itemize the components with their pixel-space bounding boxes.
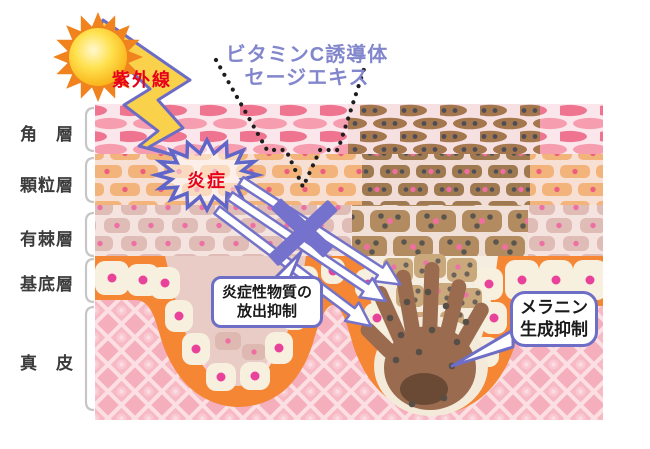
layer-label-granular: 顆粒層 [20, 176, 74, 195]
melanin-bubble-line2: 生成抑制 [520, 320, 588, 339]
sun-icon [53, 12, 143, 102]
melanin-suppression-bubble: メラニン 生成抑制 [510, 291, 598, 347]
melanin-region-granular [362, 154, 530, 205]
stratum-corneum-layer [95, 104, 603, 154]
layer-label-dermis: 真 皮 [20, 354, 74, 373]
inflammation-bubble-line2: 放出抑制 [237, 303, 298, 320]
layer-label-basal: 基底層 [20, 275, 74, 294]
melanin-region-corneum [348, 104, 540, 154]
treatment-line1: ビタミンC誘導体 [225, 44, 389, 66]
melanin-bubble-line1: メラニン [520, 298, 588, 317]
inflammation-suppression-bubble: 炎症性物質の 放出抑制 [211, 276, 324, 328]
inflammation-label: 炎症 [187, 171, 227, 191]
layer-label-stratum-corneum: 角 層 [20, 125, 74, 144]
treatment-line2: セージエキス [244, 67, 370, 89]
inhibition-x-icon [268, 198, 338, 266]
treatment-label: ビタミンC誘導体 セージエキス [202, 44, 412, 90]
melanocyte-icon [360, 262, 489, 416]
ridge1-interior-cells [215, 332, 266, 360]
melanocyte-nucleus [400, 373, 448, 405]
melanin-region-spinous [352, 205, 528, 256]
layer-label-spinous: 有棘層 [20, 230, 74, 249]
uv-label: 紫外線 [112, 70, 172, 90]
layer-brackets [84, 106, 95, 412]
dotted-arrow-icon [213, 57, 368, 193]
inflammation-bubble-line1: 炎症性物質の [222, 284, 313, 301]
